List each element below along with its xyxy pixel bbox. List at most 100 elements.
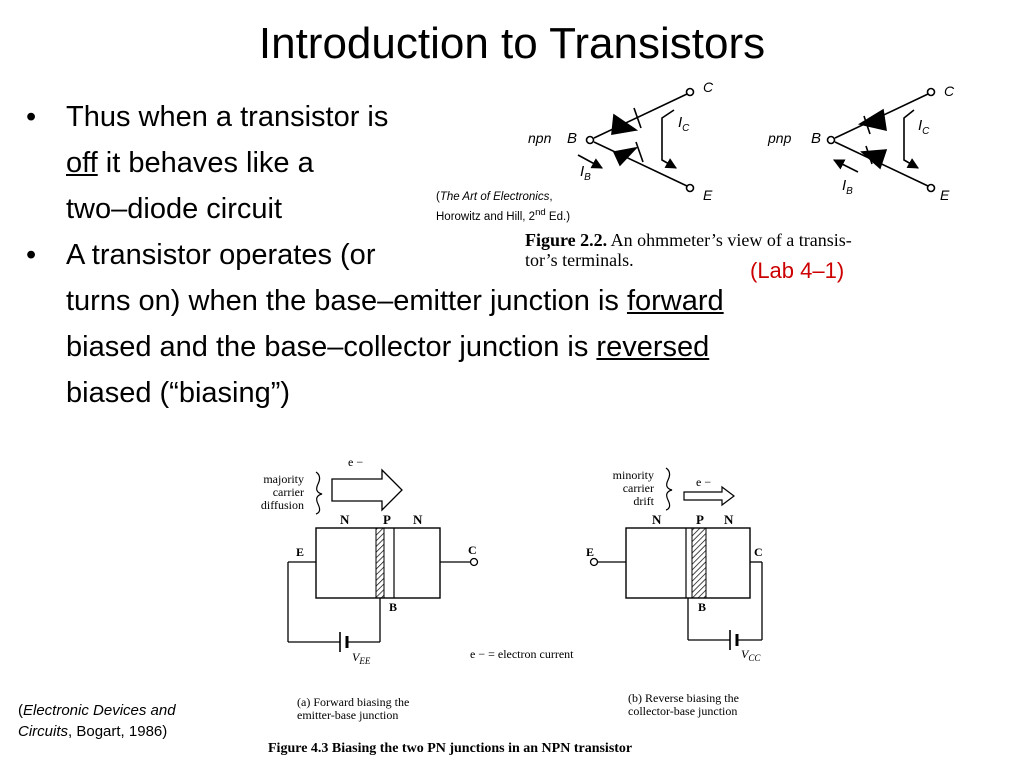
lab-reference: (Lab 4–1)	[750, 258, 845, 283]
citation-book-title: The Art of Electronics	[439, 191, 550, 203]
figure-4-3-b: minority carrier drift e − N P N E C B V…	[586, 467, 763, 718]
fig-b-note-2: carrier	[623, 481, 654, 495]
figure-2-2-caption: Figure 2.2. An ohmmeter’s view of a tran…	[525, 230, 852, 270]
bullet-2-line-4: biased (“biasing”)	[66, 377, 291, 409]
bullet-2-forward: forward	[626, 285, 724, 317]
npn-ib-arrow-icon	[577, 154, 603, 169]
bullet-marker: •	[26, 239, 37, 271]
bullet-1-line-2: it behaves like a	[97, 147, 314, 179]
figure-2-2-caption-line-2: tor’s terminals.	[525, 250, 634, 270]
citation-electronic-devices: (Electronic Devices and Circuits, Bogart…	[18, 700, 176, 742]
npn-bc-wire	[593, 93, 688, 139]
fig-b-hollow-arrow-icon	[683, 485, 735, 507]
figure-4-3-caption: Figure 4.3 Biasing the two PN junctions …	[268, 741, 632, 756]
npn-emitter-terminal	[685, 183, 695, 193]
npn-ic-label: IC	[678, 114, 690, 134]
bullet-1: • Thus when a transistor is off it behav…	[24, 94, 526, 232]
fig-b-region-p: P	[696, 512, 704, 527]
pnp-ic-arrow-icon	[903, 109, 919, 169]
fig-b-terminal-b: B	[698, 600, 706, 614]
npn-collector-label: C	[703, 79, 714, 95]
fig-a-caption-1: (a) Forward biasing the	[297, 695, 409, 709]
bullet-marker: •	[26, 101, 37, 133]
fig-a-note-3: diffusion	[261, 498, 304, 512]
fig-a-note-2: carrier	[273, 485, 304, 499]
slide-title: Introduction to Transistors	[258, 19, 766, 68]
bullet-2-line-3: biased and the base–collector junction i…	[66, 331, 597, 363]
pnp-emitter-terminal	[926, 183, 936, 193]
fig-a-brace-icon	[315, 471, 323, 515]
citation-bottom-rest: , Bogart, 1986)	[68, 723, 168, 740]
fig-a-region-n1: N	[340, 512, 350, 527]
fig-a-terminal-c: C	[468, 543, 477, 557]
pnp-emitter-label: E	[940, 187, 950, 203]
npn-bc-diode-icon	[611, 113, 639, 135]
fig-b-source: VCC	[741, 647, 761, 663]
citation-open: (	[436, 191, 440, 203]
bullet-list: • Thus when a transistor is off it behav…	[24, 94, 984, 416]
npn-be-wire	[593, 141, 688, 187]
pnp-base-label: B	[811, 130, 821, 147]
bullet-2-reversed: reversed	[596, 331, 710, 363]
npn-type-label: npn	[528, 130, 552, 146]
figure-4-3-a: majority carrier diffusion e − N P N E C…	[261, 455, 479, 722]
fig-b-transistor-body	[625, 527, 751, 599]
fig-a-terminal-e: E	[296, 545, 304, 559]
npn-be-diode-icon	[612, 146, 639, 167]
bullet-2-line-2: turns on) when the base–emitter junction…	[66, 285, 627, 317]
bullet-1-line-1: Thus when a transistor is	[66, 101, 389, 133]
npn-base-label: B	[567, 130, 577, 147]
pnp-bc-diode-icon	[857, 108, 887, 132]
bullet-1-off: off	[66, 147, 98, 179]
citation-edition: Ed.)	[545, 210, 571, 223]
fig-b-region-n1: N	[652, 512, 662, 527]
bullet-2-line-1: A transistor operates (or	[66, 239, 376, 271]
npn-base-terminal	[585, 135, 595, 145]
citation-bottom-title-2: Circuits	[18, 723, 69, 740]
fig-a-region-p: P	[383, 512, 391, 527]
pnp-ib-arrow-icon	[832, 159, 859, 173]
fig-a-source: VEE	[352, 650, 371, 666]
pnp-ib-label: IB	[842, 177, 853, 197]
npn-ic-arrow-icon	[661, 109, 677, 169]
npn-emitter-label: E	[703, 187, 713, 203]
fig-b-brace-icon	[665, 467, 673, 511]
pnp-ic-label: IC	[918, 117, 930, 137]
fig-a-depletion-region	[375, 527, 385, 599]
fig-b-region-n2: N	[724, 512, 734, 527]
fig-a-region-n2: N	[413, 512, 423, 527]
fig-a-note-1: majority	[263, 472, 304, 486]
citation-bottom-open: (	[18, 702, 23, 719]
citation-bottom-title-1: Electronic Devices and	[23, 702, 176, 719]
fig-b-note-3: drift	[633, 494, 654, 508]
fig-a-hollow-arrow-icon	[331, 468, 403, 512]
fig-b-caption-1: (b) Reverse biasing the	[628, 691, 739, 705]
fig-b-terminal-e: E	[586, 545, 594, 559]
citation-sup: nd	[535, 207, 546, 218]
fig-a-caption-2: emitter-base junction	[297, 708, 398, 722]
citation-art-of-electronics: (The Art of Electronics, Horowitz and Hi…	[436, 190, 570, 225]
pnp-collector-label: C	[944, 83, 955, 99]
fig-4-3-legend: e − = electron current	[470, 647, 574, 661]
pnp-collector-terminal	[926, 87, 936, 97]
pnp-diagram	[826, 87, 936, 193]
bullet-1-line-3: two–diode circuit	[66, 193, 282, 225]
fig-b-electron: e −	[696, 475, 711, 489]
fig-b-note-1: minority	[613, 468, 654, 482]
pnp-base-terminal	[826, 135, 836, 145]
bullet-2: • A transistor operates (or turns on) wh…	[24, 232, 984, 416]
fig-b-caption-2: collector-base junction	[628, 704, 737, 718]
figure-2-2-caption-line-1: An ohmmeter’s view of a transis-	[607, 230, 852, 250]
fig-b-depletion-region	[691, 527, 707, 599]
npn-collector-terminal	[685, 87, 695, 97]
fig-a-terminal-b: B	[389, 600, 397, 614]
npn-diagram	[577, 87, 695, 193]
fig-a-electron: e −	[348, 455, 363, 469]
citation-authors: Horowitz and Hill, 2	[436, 210, 536, 223]
pnp-type-label: pnp	[767, 130, 792, 146]
npn-ib-label: IB	[580, 163, 591, 183]
citation-comma: ,	[549, 191, 553, 203]
fig-b-terminal-c: C	[754, 545, 763, 559]
figure-2-2-label: Figure 2.2.	[525, 230, 608, 250]
